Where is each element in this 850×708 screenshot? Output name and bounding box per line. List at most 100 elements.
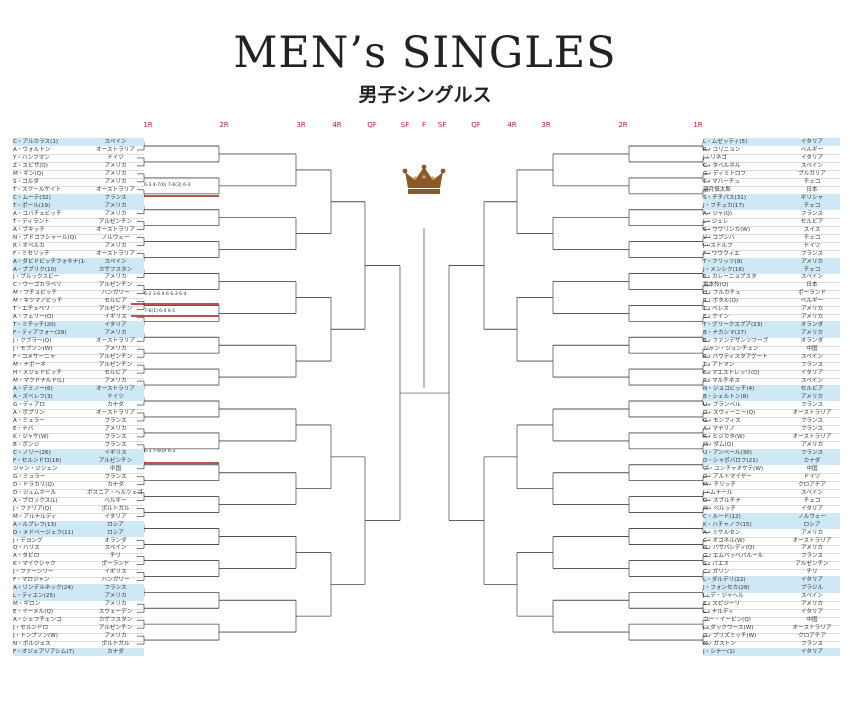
player-row: N・ジョコビッチ(4)セルビア (703, 385, 840, 394)
player-name: D・シャポバロフ(21) (703, 457, 758, 464)
player-row: T・アトマンフランス (703, 361, 840, 371)
player-row: J・ファーンリーイギリス (13, 568, 144, 578)
player-row: L・ダルデリ(22)イタリア (703, 576, 840, 585)
player-country: フランス (104, 417, 127, 424)
player-row: T・ベレスアメリカ (703, 305, 840, 315)
round-label-1r-left: 1R (143, 121, 153, 129)
player-country: 日本 (806, 282, 818, 289)
player-country: スペイン (801, 162, 823, 169)
player-row: L・ナルディイタリア (703, 608, 840, 618)
player-row: T・グリークスプア(23)オランダ (703, 321, 840, 330)
player-name: A・シェフチェンコ (13, 617, 62, 624)
player-row: E・イーメル(Q)スウェーデン (13, 608, 144, 618)
player-row: J・デヨングオランダ (13, 537, 144, 546)
player-country: オーストラリア (792, 433, 832, 440)
player-country: ノルウェー (798, 513, 826, 520)
player-country: カザフスタン (98, 266, 133, 273)
player-country: アルゼンチン (98, 354, 133, 361)
player-country: オランダ (800, 338, 824, 345)
player-name: B・ボンジ (13, 441, 40, 448)
player-row: J・ストルフドイツ (703, 242, 840, 251)
player-country: セルビア (800, 386, 824, 393)
player-country: セルビア (800, 218, 824, 225)
player-name: M・ベルッチ (703, 505, 736, 512)
player-country: スペイン (801, 489, 823, 496)
player-row: S・バエスアルゼンチン (703, 560, 840, 570)
player-country: カナダ (107, 481, 124, 488)
player-row: J・フォンセカ(28)ブラジル (703, 584, 840, 593)
player-row: D・ドラカリ(Q)カナダ (13, 481, 144, 491)
player-row: D・メドベージェフ(11)ロシア (13, 528, 144, 537)
player-name: 望月慎太郎 (703, 186, 731, 193)
player-row: T・ポール(19)アメリカ (13, 201, 144, 211)
player-name: C・アルカラス(1) (13, 139, 59, 145)
player-country: アメリカ (104, 601, 127, 608)
player-country: クロアチア (798, 633, 826, 640)
player-row: R・コリニョンベルギー (703, 146, 840, 156)
player-row: C・ムーテ(32)フランス (13, 193, 144, 203)
player-row: Q・ハリススペイン (13, 544, 144, 554)
player-row: M・フチョビッチハンガリー (13, 289, 144, 299)
player-country: アルゼンチン (98, 306, 133, 313)
player-name: Z・スビザ(Q) (13, 162, 48, 169)
player-country: アメリカ (800, 441, 824, 448)
player-name: V・コプシバ (703, 234, 735, 241)
player-row: B・ファンデザンツフープオランダ (703, 337, 840, 347)
round-label-4r-right: 4R (507, 121, 517, 129)
player-country: イタリア (800, 370, 824, 377)
player-country: アメリカ (104, 162, 127, 169)
player-name: M・アルナルディ (13, 513, 57, 520)
player-name: N・ボルジェス (13, 641, 51, 648)
player-row: E・スピジーリアメリカ (703, 600, 840, 610)
player-country: スペイン (801, 274, 823, 281)
player-name: P・マルチネス (703, 378, 740, 385)
player-row: G・モンフィスフランス (703, 417, 840, 427)
player-country: アメリカ (104, 593, 127, 600)
player-country: ベルギー (104, 497, 127, 504)
player-country: ポーランド (798, 290, 826, 297)
player-name: F・マエストレッリ(Q) (703, 370, 760, 377)
player-name: F・ティアフォー(29) (13, 330, 67, 337)
player-country: スウェーデン (98, 609, 133, 616)
player-name: ウー・イービン(Q) (703, 617, 751, 624)
player-country: 中国 (806, 617, 818, 624)
player-country: ポルトガル (101, 505, 130, 512)
player-name: J・フォンセカ(28) (703, 585, 750, 592)
player-row: C・アルカラス(1) スペイン (13, 138, 144, 147)
player-country: アメリカ (800, 330, 824, 337)
player-name: D・プリズミッチ(W) (703, 633, 757, 640)
player-country: フランス (800, 362, 824, 369)
player-row: J・フチュカ(17)チェコ (703, 201, 840, 211)
player-name: A・ブブリク(10) (13, 266, 57, 273)
player-country: スペイン (104, 258, 127, 265)
player-name: A・ブキッチ (13, 226, 45, 233)
player-row: N・ブドコフシャール(Q)ノルウェー (13, 234, 144, 244)
player-row: U・アンベール(30)フランス (703, 448, 840, 458)
player-row: G・ミュラーフランス (13, 473, 144, 483)
player-country: セルビア (104, 370, 127, 377)
player-row: J・セルンドロアルゼンチン (13, 624, 144, 634)
player-name: R・バウティスタアグート (703, 354, 768, 361)
player-country: スペイン (104, 139, 127, 145)
player-name: S・コルダ (13, 178, 39, 185)
player-row: A・シェフチェンコ カザフスタン (13, 616, 144, 626)
player-row: M・キツマノビッチセルビア (13, 297, 144, 307)
player-country: オーストラリア (96, 146, 135, 153)
player-name: D・スウィーニー(Q) (703, 409, 756, 416)
player-name: J・フチュカ(17) (703, 202, 745, 209)
player-name: T・エチェベリ (13, 306, 50, 313)
player-row: R・ボタル(Q)ベルギー (703, 297, 840, 307)
match-score: 7-6(1) 6-4 6-1 (144, 309, 176, 314)
player-country: オーストラリア (96, 226, 135, 233)
player-row: J・ダックワース(W)オーストラリア (703, 624, 840, 634)
round-label-4r-left: 4R (332, 121, 342, 129)
player-row: L・ジェレセルビア (703, 218, 840, 228)
player-country: カザフスタン (98, 617, 133, 624)
player-name: J・モブソン(W) (13, 346, 53, 353)
player-name: F・マロジャン (13, 577, 50, 584)
player-row: T・フリッツ(9)アメリカ (703, 257, 840, 266)
player-country: チェコ (803, 266, 821, 273)
player-country: ドイツ (803, 242, 821, 249)
player-row: J・ファリア(Q)ポルトガル (13, 505, 144, 514)
